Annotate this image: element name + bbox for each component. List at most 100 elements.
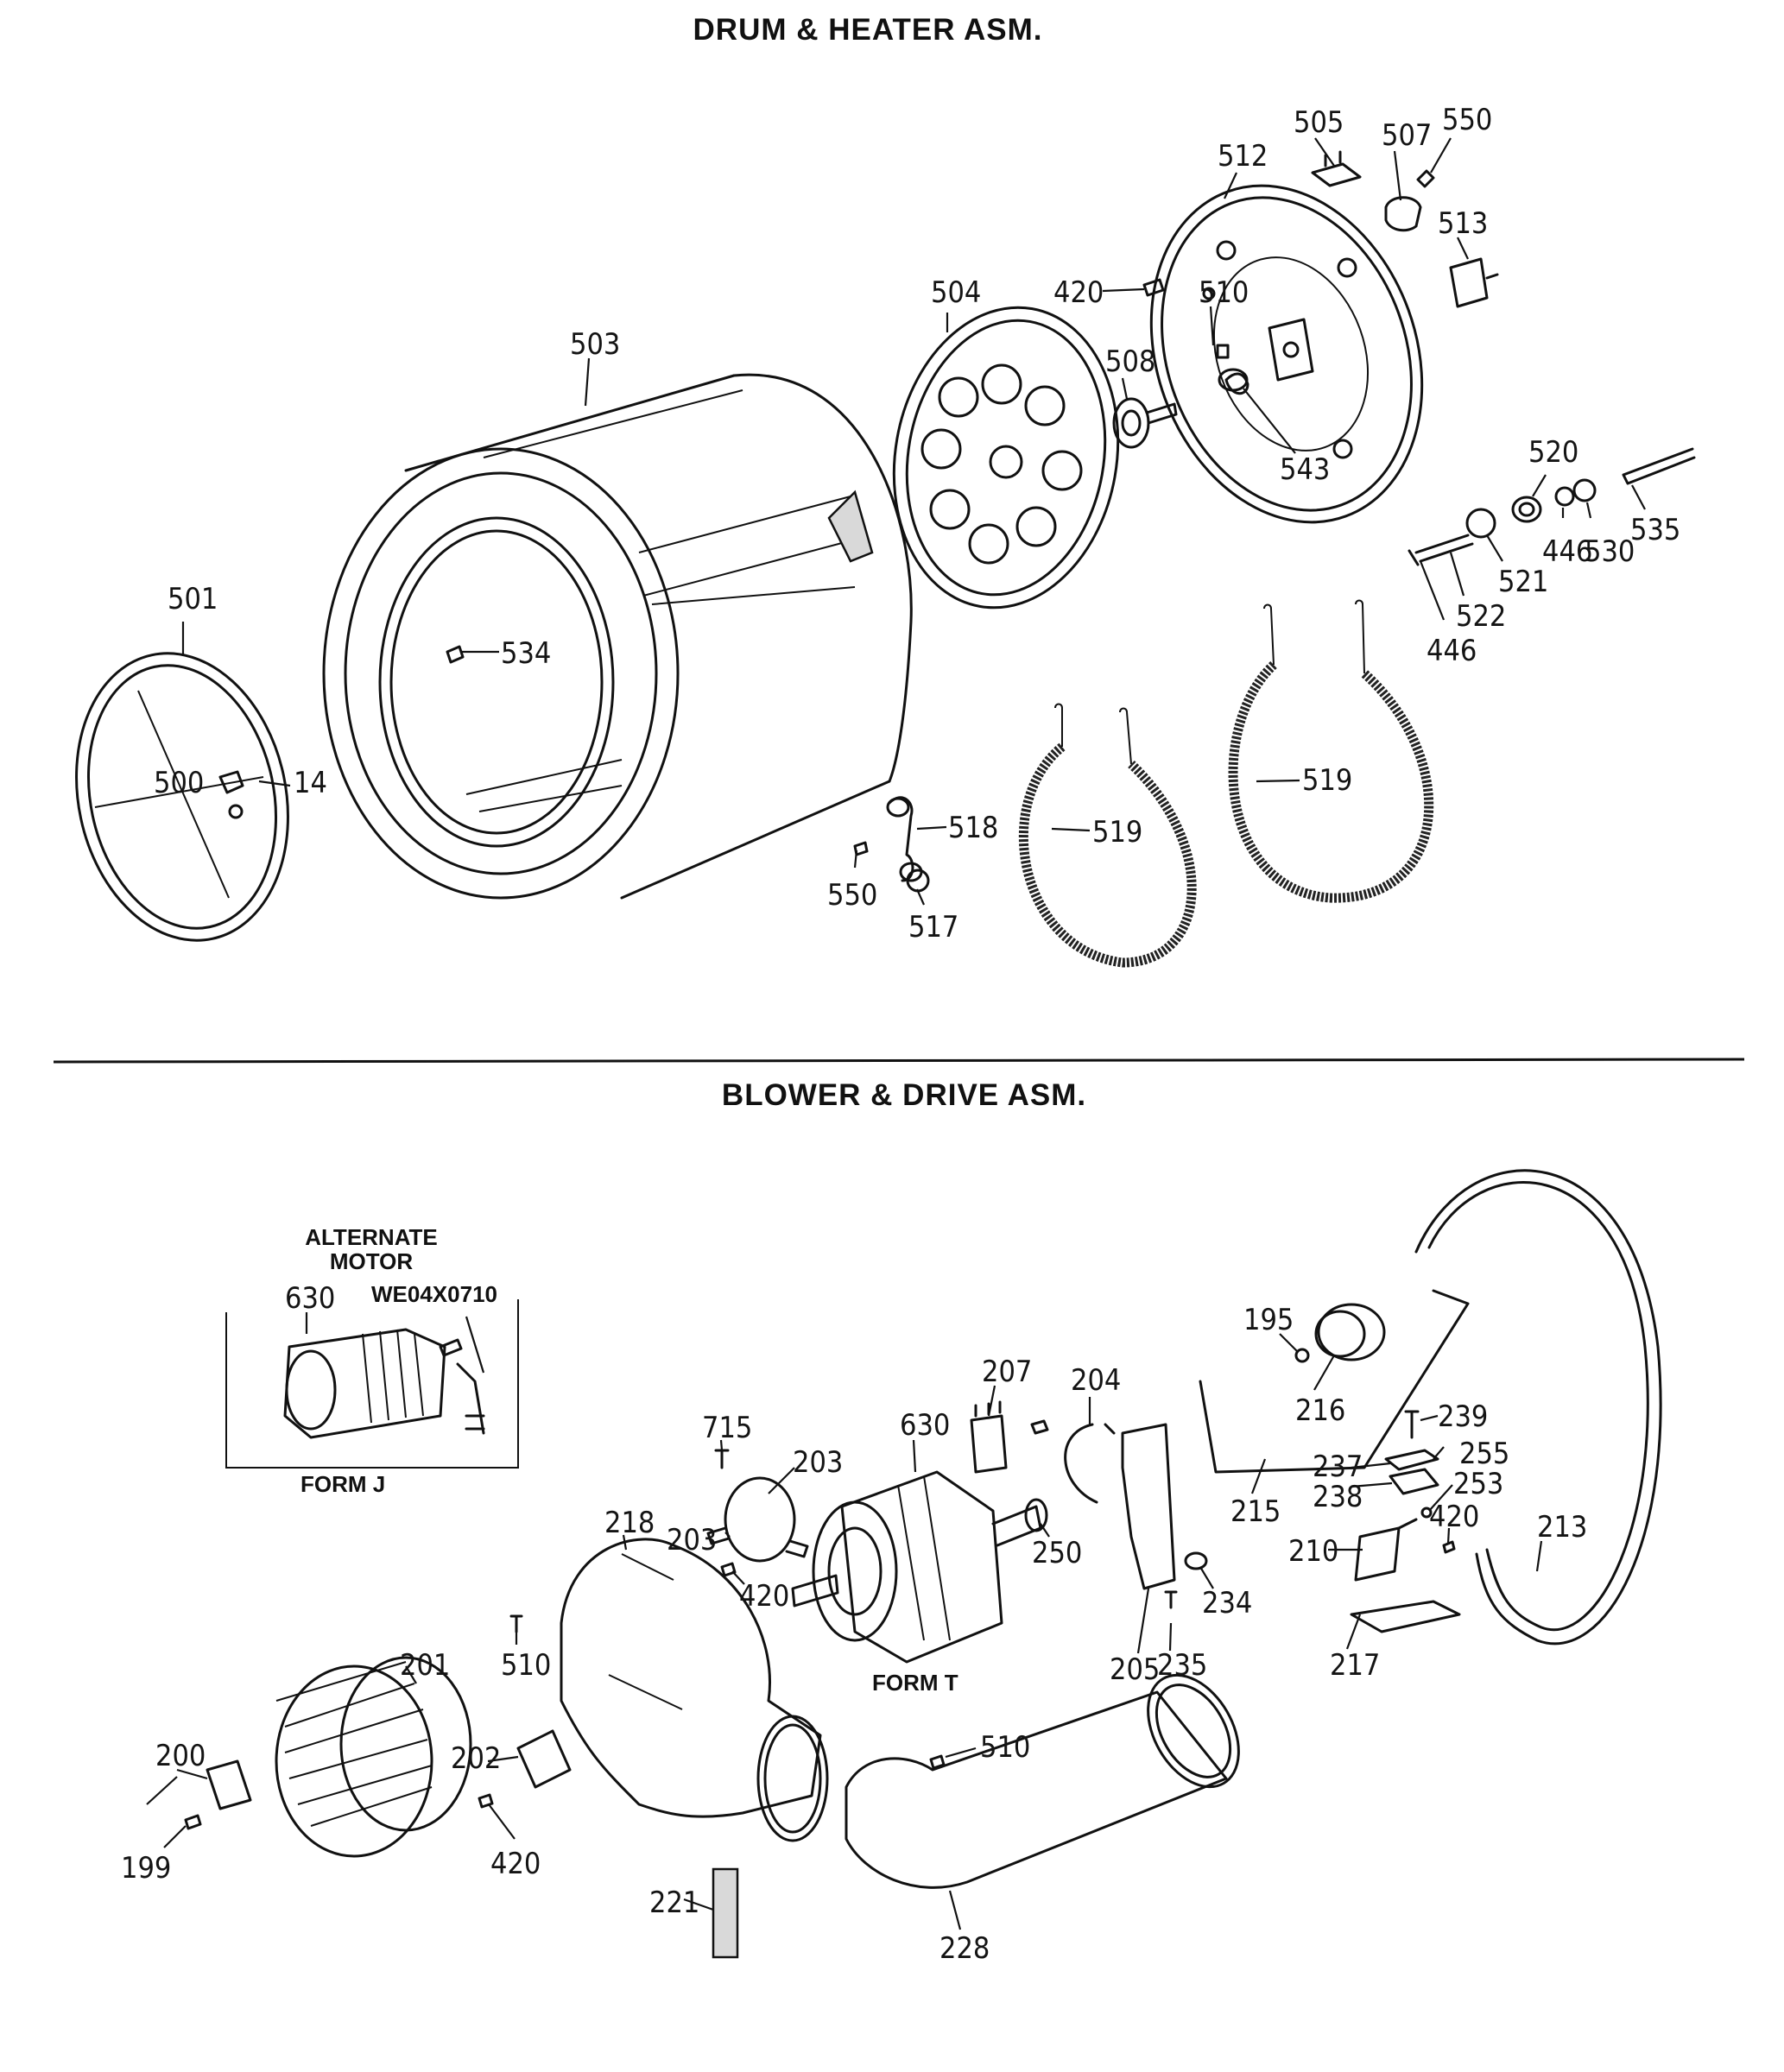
- inset-caption-alternate: ALTERNATE: [305, 1224, 438, 1250]
- label-505: 505: [1294, 105, 1344, 140]
- thermostat-507: [1384, 196, 1422, 232]
- drive-motor-630: [791, 1470, 1048, 1664]
- drum-leaders: [181, 137, 1646, 906]
- label-550-top: 550: [1442, 103, 1492, 137]
- label-we04x0710: WE04X0710: [371, 1281, 497, 1307]
- motor-bracket-205: [1121, 1423, 1176, 1590]
- label-420-top: 420: [1053, 275, 1104, 310]
- label-239: 239: [1438, 1399, 1488, 1434]
- label-510-housing: 510: [501, 1648, 551, 1683]
- label-221: 221: [649, 1886, 699, 1920]
- label-420-idler: 420: [1429, 1500, 1479, 1534]
- label-201: 201: [400, 1648, 450, 1683]
- bearing-543: [1218, 368, 1249, 392]
- label-535: 535: [1630, 513, 1680, 547]
- label-14: 14: [294, 766, 327, 800]
- label-446-lower: 446: [1427, 634, 1477, 668]
- label-195: 195: [1243, 1303, 1294, 1337]
- label-250: 250: [1032, 1536, 1082, 1570]
- label-446-right: 446: [1542, 534, 1592, 569]
- label-520: 520: [1528, 435, 1578, 470]
- label-204: 204: [1071, 1363, 1121, 1398]
- roller-216-face: [1314, 1310, 1366, 1358]
- label-543: 543: [1280, 452, 1330, 487]
- blower-housing-218: [560, 1538, 829, 1842]
- label-507: 507: [1382, 118, 1432, 153]
- idler-assembly: [1350, 1410, 1461, 1633]
- drive-belt-213: [1414, 1169, 1662, 1646]
- label-500: 500: [154, 766, 204, 800]
- label-210: 210: [1288, 1534, 1338, 1569]
- roller-216: [1317, 1303, 1386, 1361]
- bracket-200: [206, 1759, 252, 1810]
- label-510-top: 510: [1199, 275, 1249, 310]
- label-253: 253: [1453, 1467, 1503, 1501]
- label-510-duct: 510: [980, 1730, 1030, 1765]
- label-234: 234: [1202, 1586, 1252, 1620]
- label-519-small: 519: [1092, 815, 1142, 850]
- label-205: 205: [1110, 1652, 1160, 1687]
- drum: [322, 373, 913, 900]
- label-238: 238: [1313, 1480, 1363, 1514]
- rear-bulkhead: [1149, 184, 1424, 524]
- heater-hardware: [1408, 447, 1696, 566]
- label-534: 534: [501, 636, 551, 671]
- nut-234: [1184, 1551, 1208, 1570]
- label-235: 235: [1157, 1648, 1207, 1683]
- label-503: 503: [570, 327, 620, 362]
- label-218: 218: [604, 1506, 655, 1540]
- label-715: 715: [702, 1411, 752, 1445]
- centrifugal-switch-207: [970, 1400, 1049, 1474]
- screw-550-top: [1416, 169, 1435, 188]
- screw-420-lower: [478, 1793, 494, 1809]
- label-630: 630: [900, 1408, 950, 1443]
- screw-510-housing: [509, 1614, 523, 1633]
- front-seal-ring: [75, 652, 289, 942]
- screw-420-top: [1142, 278, 1165, 297]
- label-512: 512: [1218, 139, 1268, 174]
- label-213: 213: [1537, 1510, 1587, 1545]
- label-237: 237: [1313, 1450, 1363, 1484]
- thermostat-505: [1311, 150, 1362, 187]
- label-521: 521: [1498, 565, 1548, 599]
- title-blower-drive: BLOWER & DRIVE ASM.: [722, 1078, 1086, 1112]
- label-519-large: 519: [1302, 763, 1352, 798]
- label-504: 504: [931, 275, 981, 310]
- label-530: 530: [1585, 534, 1635, 569]
- label-216: 216: [1295, 1393, 1345, 1428]
- screw-199: [184, 1814, 202, 1830]
- blower-leaders: [146, 1333, 1543, 1930]
- rear-drum-plate: [892, 306, 1120, 610]
- label-420-lower: 420: [490, 1847, 541, 1881]
- exhaust-duct-228: [845, 1673, 1240, 1889]
- label-508: 508: [1105, 344, 1155, 379]
- seal-221: [712, 1867, 739, 1959]
- support-rod-215: [1199, 1289, 1470, 1474]
- label-215: 215: [1230, 1494, 1281, 1529]
- label-550-lower: 550: [827, 878, 877, 913]
- heater-coil-large: [1228, 599, 1434, 903]
- screw-715: [714, 1449, 730, 1469]
- label-form-t: FORM T: [872, 1670, 958, 1696]
- screw-420-motor: [720, 1562, 737, 1577]
- label-522: 522: [1456, 599, 1506, 634]
- screw-235: [1164, 1590, 1178, 1609]
- label-228: 228: [939, 1931, 990, 1966]
- alternate-motor-inset: [225, 1299, 519, 1469]
- label-513: 513: [1438, 206, 1488, 241]
- label-518: 518: [948, 811, 998, 845]
- label-199: 199: [121, 1851, 171, 1886]
- label-203-upper: 203: [793, 1445, 843, 1480]
- label-form-j: FORM J: [300, 1471, 385, 1497]
- terminal-block: [853, 796, 930, 893]
- bracket-clip-204: [1064, 1423, 1116, 1504]
- label-501: 501: [168, 582, 218, 616]
- screw-510-top: [1216, 344, 1230, 359]
- label-217: 217: [1330, 1648, 1380, 1683]
- section-divider: [53, 1058, 1745, 1064]
- label-207: 207: [982, 1355, 1032, 1389]
- inset-caption-motor: MOTOR: [330, 1248, 414, 1274]
- label-200: 200: [155, 1739, 206, 1773]
